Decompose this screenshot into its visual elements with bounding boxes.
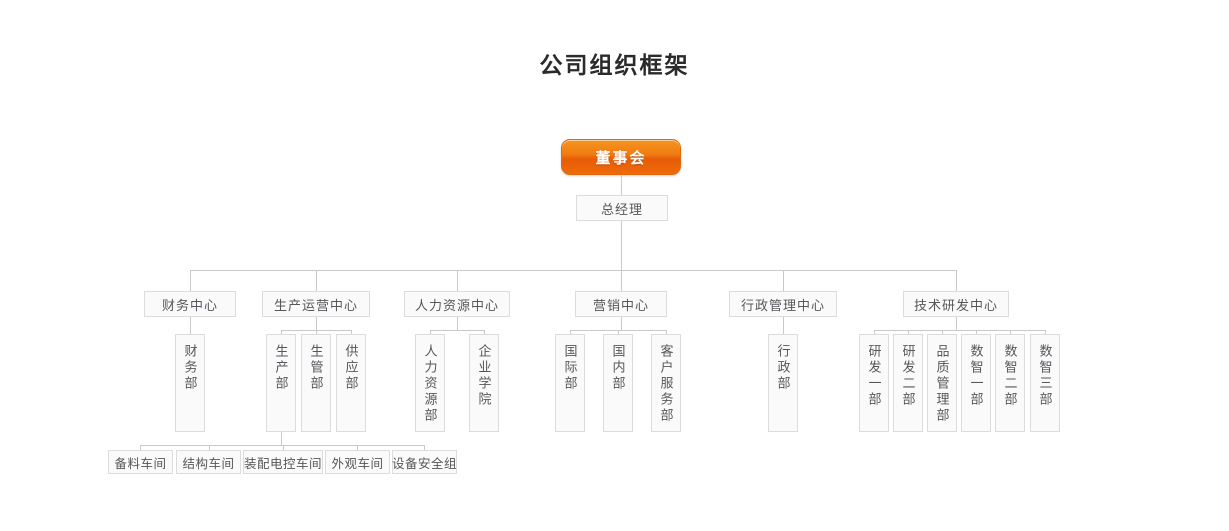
connector-bus-to-material-prep-workshop <box>140 445 141 450</box>
node-finance-center[interactable]: 财务中心 <box>144 291 236 317</box>
node-digital-dept-3[interactable]: 数智三部 <box>1030 334 1060 432</box>
connector-production-center-down <box>316 317 317 330</box>
connector-bus-to-structure-workshop <box>209 445 210 450</box>
node-corporate-academy[interactable]: 企业学院 <box>469 334 499 432</box>
node-finance-dept[interactable]: 财务部 <box>175 334 205 432</box>
connector-bus-to-production-mgmt-dept <box>316 330 317 334</box>
node-rnd-dept-1[interactable]: 研发一部 <box>859 334 889 432</box>
node-supply-dept[interactable]: 供应部 <box>336 334 366 432</box>
node-board-of-directors[interactable]: 董事会 <box>561 139 681 175</box>
connector-bus-to-quality-mgmt-dept <box>942 330 943 334</box>
connector-production-dept-down <box>281 432 282 445</box>
connector-bus-to-digital-dept-3 <box>1045 330 1046 334</box>
node-production-mgmt-dept[interactable]: 生管部 <box>301 334 331 432</box>
connector-bus-to-hr-center <box>457 270 458 291</box>
node-structure-workshop[interactable]: 结构车间 <box>176 450 241 474</box>
node-international-dept[interactable]: 国际部 <box>555 334 585 432</box>
node-quality-mgmt-dept[interactable]: 品质管理部 <box>927 334 957 432</box>
connector-rnd-depts-bus <box>874 330 1045 331</box>
node-customer-service-dept-label: 客户服务部 <box>658 344 674 424</box>
page-title: 公司组织框架 <box>539 52 690 78</box>
node-equipment-safety-group[interactable]: 设备安全组 <box>392 450 457 474</box>
node-supply-dept-label: 供应部 <box>343 344 359 392</box>
node-digital-dept-2-label: 数智二部 <box>1002 344 1018 408</box>
node-marketing-center[interactable]: 营销中心 <box>575 291 667 317</box>
connector-centers-bus <box>190 270 956 271</box>
connector-bus-to-finance-center <box>190 270 191 291</box>
node-corporate-academy-label: 企业学院 <box>476 344 492 408</box>
node-rnd-dept-2-label: 研发二部 <box>900 344 916 408</box>
node-production-center[interactable]: 生产运营中心 <box>262 291 370 317</box>
node-rnd-center[interactable]: 技术研发中心 <box>903 291 1009 317</box>
connector-bus-to-production-center <box>316 270 317 291</box>
node-international-dept-label: 国际部 <box>562 344 578 392</box>
node-hr-dept[interactable]: 人力资源部 <box>415 334 445 432</box>
node-digital-dept-1[interactable]: 数智一部 <box>961 334 991 432</box>
connector-bus-to-assembly-control-workshop <box>283 445 284 450</box>
node-rnd-dept-1-label: 研发一部 <box>866 344 882 408</box>
connector-bus-to-digital-dept-1 <box>976 330 977 334</box>
connector-bus-to-admin-center <box>783 270 784 291</box>
node-appearance-workshop[interactable]: 外观车间 <box>325 450 390 474</box>
node-admin-center[interactable]: 行政管理中心 <box>729 291 837 317</box>
node-production-dept[interactable]: 生产部 <box>266 334 296 432</box>
connector-gm-down <box>621 221 622 270</box>
node-admin-dept-label: 行政部 <box>775 344 791 392</box>
node-digital-dept-3-label: 数智三部 <box>1037 344 1053 408</box>
connector-board-to-gm <box>621 175 622 195</box>
connector-bus-to-equipment-safety-group <box>424 445 425 450</box>
connector-bus-to-rnd-center <box>956 270 957 291</box>
node-finance-dept-label: 财务部 <box>182 344 198 392</box>
node-rnd-dept-2[interactable]: 研发二部 <box>893 334 923 432</box>
connector-bus-to-production-dept <box>281 330 282 334</box>
node-production-mgmt-dept-label: 生管部 <box>308 344 324 392</box>
node-digital-dept-2[interactable]: 数智二部 <box>995 334 1025 432</box>
node-general-manager[interactable]: 总经理 <box>576 195 668 221</box>
node-domestic-dept-label: 国内部 <box>610 344 626 392</box>
connector-bus-to-customer-service-dept <box>666 330 667 334</box>
connector-bus-to-hr-dept <box>430 330 431 334</box>
node-domestic-dept[interactable]: 国内部 <box>603 334 633 432</box>
node-digital-dept-1-label: 数智一部 <box>968 344 984 408</box>
connector-finance-center-to-dept <box>190 317 191 334</box>
node-customer-service-dept[interactable]: 客户服务部 <box>651 334 681 432</box>
node-admin-dept[interactable]: 行政部 <box>768 334 798 432</box>
connector-bus-to-domestic-dept <box>618 330 619 334</box>
node-hr-center[interactable]: 人力资源中心 <box>404 291 510 317</box>
connector-bus-to-appearance-workshop <box>357 445 358 450</box>
connector-bus-to-marketing-center <box>621 270 622 291</box>
connector-admin-center-to-dept <box>783 317 784 334</box>
connector-bus-to-international-dept <box>570 330 571 334</box>
node-quality-mgmt-dept-label: 品质管理部 <box>934 344 950 424</box>
connector-bus-to-rnd-dept-2 <box>908 330 909 334</box>
connector-bus-to-rnd-dept-1 <box>874 330 875 334</box>
connector-workshops-bus <box>140 445 424 446</box>
connector-marketing-center-down <box>621 317 622 330</box>
node-production-dept-label: 生产部 <box>273 344 289 392</box>
connector-bus-to-digital-dept-2 <box>1010 330 1011 334</box>
connector-bus-to-supply-dept <box>351 330 352 334</box>
connector-hr-depts-bus <box>430 330 484 331</box>
connector-bus-to-corporate-academy <box>484 330 485 334</box>
connector-rnd-center-down <box>956 317 957 330</box>
node-hr-dept-label: 人力资源部 <box>422 344 438 424</box>
node-assembly-control-workshop[interactable]: 装配电控车间 <box>243 450 323 474</box>
node-material-prep-workshop[interactable]: 备料车间 <box>108 450 173 474</box>
connector-hr-center-down <box>457 317 458 330</box>
